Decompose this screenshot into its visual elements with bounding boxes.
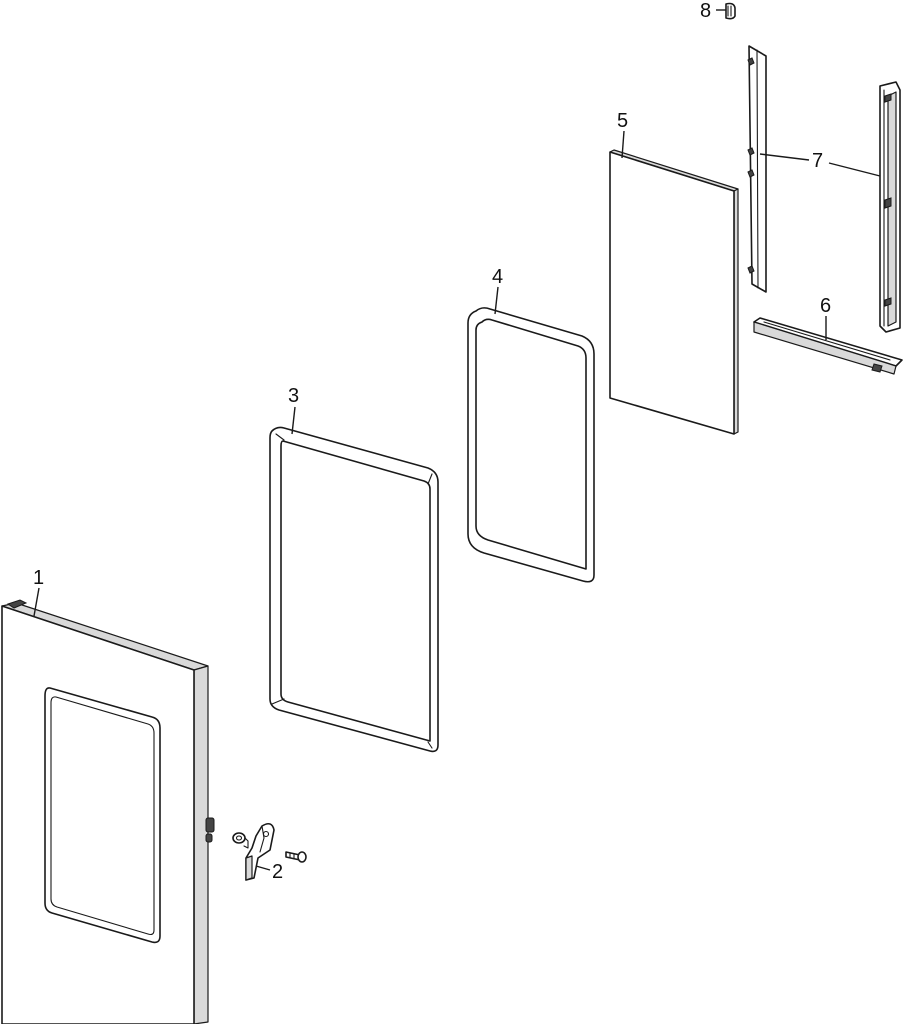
- callout-7: 7: [812, 150, 823, 172]
- hinge-screw: [285, 851, 307, 863]
- callout-4: 4: [492, 266, 503, 288]
- choke-frame-outer: [269, 426, 439, 753]
- hinge-bracket: [245, 822, 275, 881]
- leader-lines: [33, 9, 881, 871]
- clip-part: [725, 2, 736, 20]
- callout-5: 5: [617, 110, 628, 132]
- callout-1: 1: [33, 567, 44, 589]
- side-rail-left: [747, 45, 767, 293]
- bottom-rail: [753, 317, 903, 375]
- hinge-assembly: [232, 822, 307, 881]
- callout-6: 6: [820, 295, 831, 317]
- callout-2: 2: [272, 861, 283, 883]
- door-panel: [1, 599, 215, 1024]
- gasket-frame: [467, 307, 595, 583]
- hinge-nut: [232, 832, 249, 849]
- callout-8: 8: [700, 0, 711, 22]
- side-rail-right: [879, 81, 901, 333]
- callout-3: 3: [288, 385, 299, 407]
- glass-panel: [609, 149, 739, 435]
